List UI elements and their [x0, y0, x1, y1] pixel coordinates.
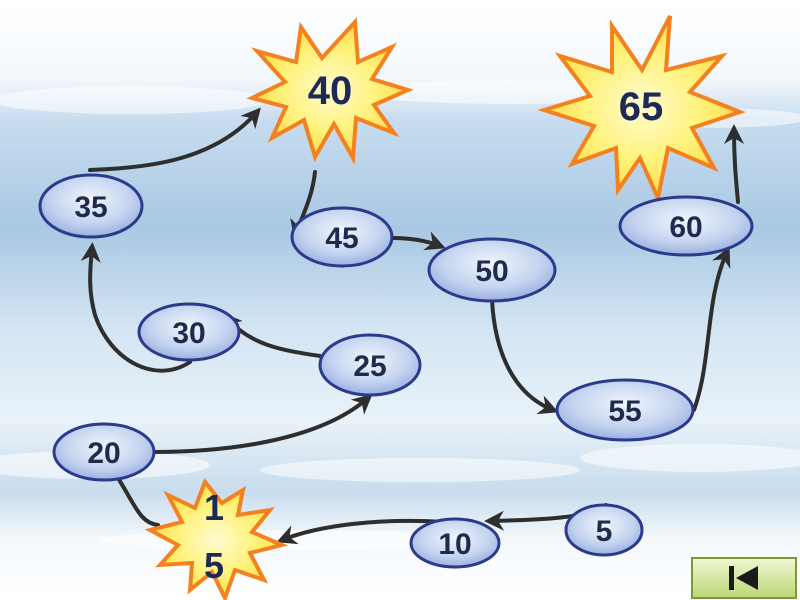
arrow-30-to-35	[80, 242, 192, 373]
oval-shape	[555, 378, 695, 442]
step-label: 50	[475, 255, 508, 288]
step-label: 30	[172, 317, 205, 350]
star-shape	[537, 15, 746, 205]
star-65[interactable]: 65	[537, 15, 746, 205]
oval-shape	[318, 333, 422, 397]
arrow-20-to-25	[150, 394, 373, 454]
oval-shape	[427, 237, 557, 303]
oval-node-50[interactable]: 50	[427, 237, 557, 303]
oval-node-30[interactable]: 30	[137, 302, 241, 362]
step-label-digit-2: 5	[204, 545, 224, 586]
oval-shape	[564, 503, 644, 557]
oval-node-55[interactable]: 55	[555, 378, 695, 442]
step-label: 60	[669, 211, 702, 244]
star-40[interactable]: 40	[246, 17, 414, 165]
path-arrows	[80, 107, 745, 545]
oval-shape	[137, 302, 241, 362]
oval-shape	[38, 173, 144, 239]
star-15[interactable]: 1 5	[144, 478, 289, 600]
step-label: 40	[308, 69, 353, 113]
step-label-digit-1: 1	[204, 487, 224, 528]
arrow-20-to-15	[116, 476, 160, 527]
step-label: 25	[353, 350, 386, 383]
step-label: 35	[74, 191, 107, 224]
oval-node-45[interactable]: 45	[290, 206, 394, 268]
star-shape	[246, 17, 414, 165]
star-shape	[144, 478, 289, 600]
arrow-35-to-40	[88, 107, 261, 172]
oval-shape	[618, 195, 754, 257]
step-label: 45	[325, 222, 358, 255]
arrow-45-to-50	[390, 231, 446, 251]
oval-node-20[interactable]: 20	[52, 422, 156, 482]
oval-node-5[interactable]: 5	[564, 503, 644, 557]
step-label: 65	[619, 85, 664, 129]
step-label: 5	[596, 515, 613, 548]
oval-shape	[409, 517, 501, 569]
oval-shape	[290, 206, 394, 268]
oval-shape	[52, 422, 156, 482]
arrow-60-to-65	[724, 124, 745, 204]
oval-node-35[interactable]: 35	[38, 173, 144, 239]
oval-node-60[interactable]: 60	[618, 195, 754, 257]
oval-node-25[interactable]: 25	[318, 333, 422, 397]
step-label: 10	[438, 528, 471, 561]
arrow-50-to-55	[490, 298, 559, 415]
arrow-10-to-15	[276, 518, 447, 545]
back-to-start-button[interactable]	[691, 557, 797, 599]
arrow-55-to-60	[692, 246, 731, 412]
step-label: 20	[87, 437, 120, 470]
step-label: 55	[608, 395, 641, 428]
oval-node-10[interactable]: 10	[409, 517, 501, 569]
back-to-start-icon	[729, 566, 758, 590]
